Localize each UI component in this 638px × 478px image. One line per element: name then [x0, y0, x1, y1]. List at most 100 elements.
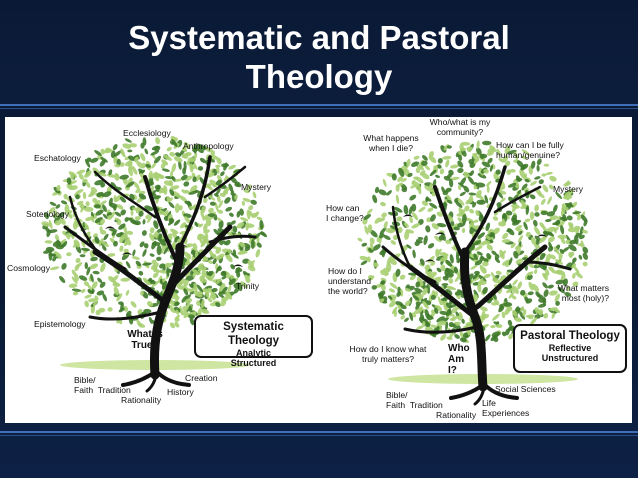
leaf [369, 237, 375, 244]
leaf [363, 214, 371, 220]
leaf [171, 163, 177, 173]
leaf [230, 177, 237, 184]
leaf [403, 204, 409, 215]
right-tree-trunk [381, 165, 572, 406]
leaf [215, 302, 221, 308]
leaf [491, 250, 497, 256]
leaf [92, 300, 98, 307]
leaf [534, 244, 541, 249]
leaf [560, 273, 566, 281]
leaf [540, 198, 546, 205]
leaf [108, 169, 113, 176]
leaf [222, 240, 227, 245]
leaf [94, 150, 102, 156]
leaf [108, 197, 113, 207]
leaf [572, 211, 582, 215]
leaf [534, 204, 539, 212]
leaf [52, 256, 57, 262]
leaf [424, 264, 431, 271]
leaf [113, 286, 120, 296]
leaf [245, 222, 250, 231]
leaf [140, 290, 144, 296]
leaf [426, 217, 432, 223]
leaf [438, 235, 444, 241]
leaf [158, 209, 165, 215]
leaf [557, 220, 565, 228]
leaf [180, 310, 189, 316]
leaf [150, 150, 160, 156]
leaf [221, 163, 230, 168]
leaf [486, 185, 490, 193]
leaf [429, 151, 434, 158]
leaf [557, 286, 565, 294]
leaf [386, 262, 392, 273]
leaf [183, 279, 189, 288]
leaf [524, 218, 531, 223]
leaf [520, 306, 525, 312]
leaf [217, 209, 224, 214]
leaf [134, 216, 141, 221]
title-band [0, 0, 638, 104]
leaf [541, 173, 547, 177]
leaf [492, 313, 500, 321]
leaf [88, 191, 96, 198]
leaf [462, 332, 469, 338]
leaf [84, 262, 89, 270]
leaf [205, 274, 213, 282]
leaf [548, 184, 554, 190]
leaf [507, 182, 517, 188]
leaf [421, 160, 428, 166]
leaf [461, 214, 467, 224]
pastoral-theology-box: Pastoral Theology Reflective Unstructure… [513, 324, 627, 373]
leaf [210, 253, 217, 259]
leaf [536, 158, 542, 166]
leaf [89, 263, 99, 270]
leaf [534, 235, 542, 242]
leaf [450, 220, 455, 227]
leaf [192, 176, 197, 183]
leaf [151, 162, 157, 169]
leaf [220, 171, 225, 177]
leaf [459, 177, 467, 186]
leaf [200, 299, 205, 309]
leaf [495, 270, 502, 275]
leaf [149, 172, 158, 179]
leaf [436, 316, 445, 323]
leaf [467, 176, 475, 185]
leaf [215, 278, 222, 285]
leaf [235, 266, 241, 274]
leaf [234, 194, 238, 200]
leaf [101, 241, 109, 247]
leaf [485, 222, 491, 232]
leaf [562, 247, 570, 253]
leaf [201, 206, 206, 214]
leaf [184, 175, 193, 182]
leaf [391, 173, 397, 181]
leaf [555, 300, 560, 306]
trees-illustration [41, 135, 589, 406]
leaf [151, 280, 160, 288]
leaf [127, 149, 133, 153]
leaf [445, 302, 452, 309]
leaf [221, 276, 227, 280]
leaf [569, 251, 575, 257]
leaf [449, 164, 459, 169]
leaf [55, 244, 64, 250]
leaf [142, 219, 146, 225]
leaf [158, 269, 168, 274]
leaf [218, 220, 224, 229]
leaf [197, 233, 203, 241]
leaf [156, 245, 162, 256]
left-tree-foliage [41, 135, 268, 329]
leaf [102, 213, 108, 219]
leaf [502, 232, 509, 240]
leaf [502, 259, 511, 266]
leaf [103, 233, 109, 241]
leaf [173, 219, 181, 226]
leaf [216, 165, 220, 174]
leaf [173, 156, 183, 163]
leaf [483, 267, 487, 274]
leaf [181, 189, 187, 194]
leaf [242, 198, 252, 203]
leaf [428, 155, 437, 164]
